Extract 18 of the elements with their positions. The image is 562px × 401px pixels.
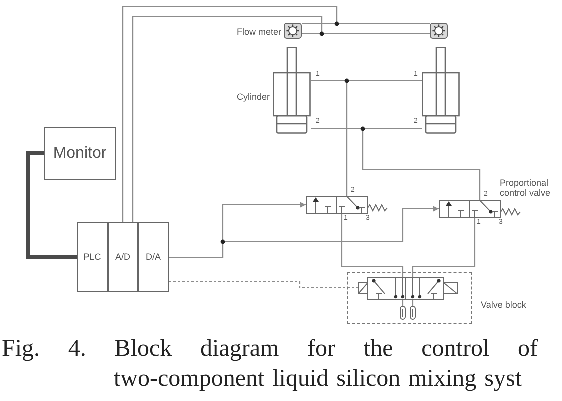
component-label: Flow meter xyxy=(237,27,282,37)
component-label: Cylinder xyxy=(237,92,270,102)
connector-line xyxy=(346,80,422,196)
connector-line xyxy=(362,128,481,200)
plc-module: PLC xyxy=(77,222,108,292)
signal-line xyxy=(169,206,439,259)
converter-module: A/D xyxy=(108,222,138,292)
component-label: Proportional control valve xyxy=(500,178,552,198)
converter-module: D/A xyxy=(138,222,169,292)
block-label: Valve block xyxy=(481,300,526,310)
monitor-block: Monitor xyxy=(44,127,116,180)
connector-line xyxy=(412,300,414,306)
connector-line xyxy=(341,214,404,277)
signal-line xyxy=(169,281,358,289)
connector-line xyxy=(412,218,476,277)
figure-caption: Fig. 4. Block diagram for the control of two-component liquid silicon mixing syst xyxy=(2,335,538,394)
connector-line xyxy=(402,300,404,306)
cable-line xyxy=(26,151,77,259)
